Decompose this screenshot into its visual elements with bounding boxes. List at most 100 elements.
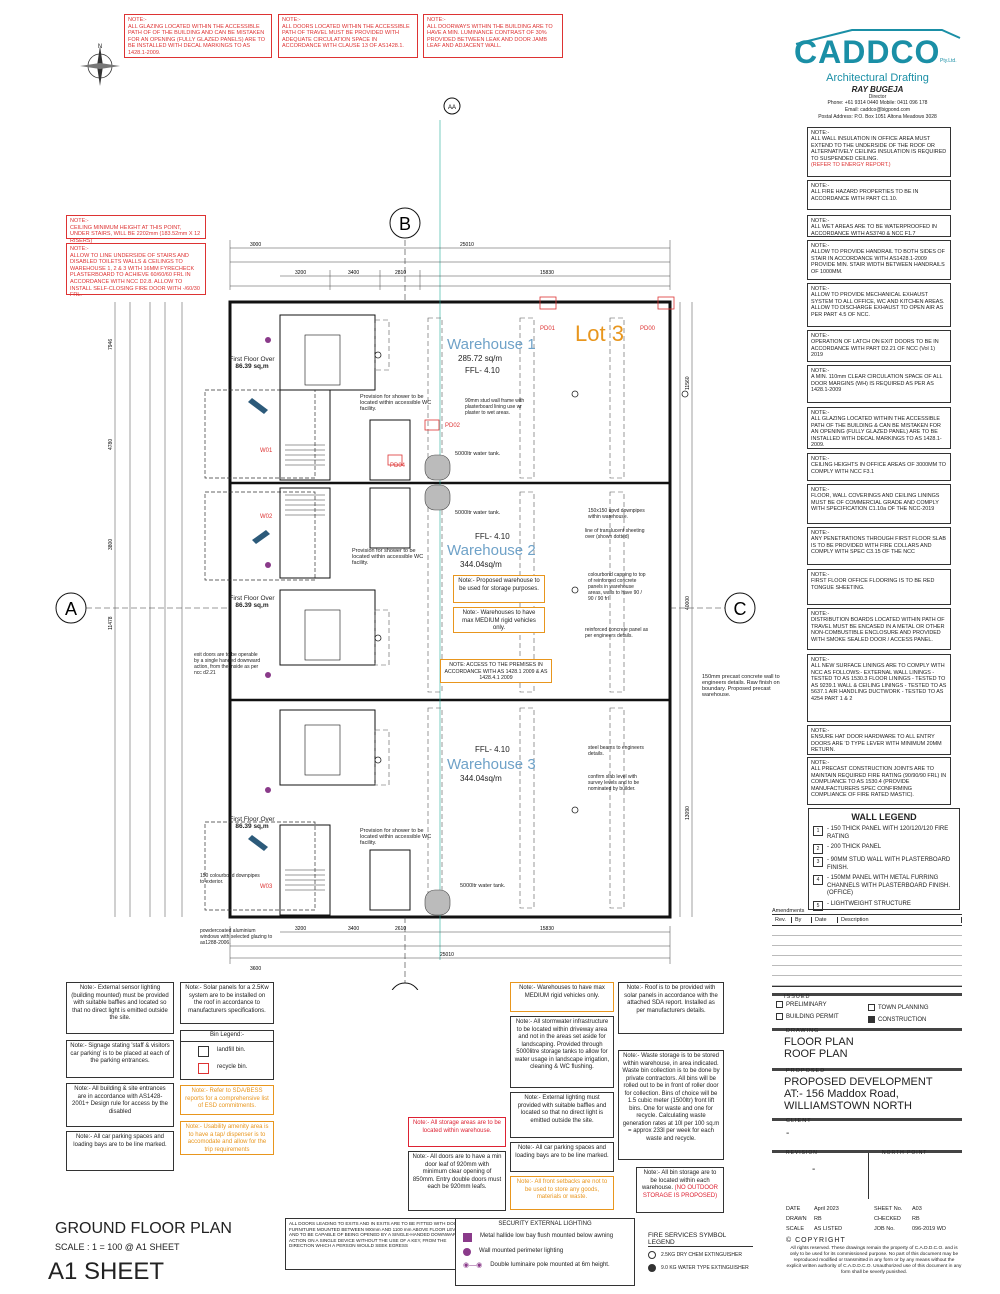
legend-text: - 200 THICK PANEL [827,844,882,851]
sheet-label: SHEET No. [874,1206,903,1212]
note-text: Note:- Solar panels for a 2.5Kw system a… [185,985,269,1014]
note-text: Note:- Signage stating 'staff & visitors… [70,1043,170,1064]
sda-note: confirm slab level with survey levels an… [588,774,640,792]
dim-text: 25010 [440,952,454,958]
water-tanks [424,454,451,916]
carparking-note: Note:- All car parking spaces and loadin… [66,1131,174,1171]
issued-option[interactable]: TOWN PLANNING [868,1004,929,1011]
recycle-row: recycle bin. [198,1062,270,1074]
sda-ref-note: Note:- Refer to SDA/BESS reports for a c… [180,1085,274,1115]
job-value: 096-2019 WD [912,1226,946,1232]
dim-text: 3000 [250,242,261,248]
warehouse-2-area: 344.04sq/m [460,560,502,569]
wall-legend-items: 1- 150 THICK PANEL WITH 120/120/120 FIRE… [813,826,955,911]
dim-text: 11560 [685,376,691,390]
dimension-right [679,302,693,917]
note-text: ALL DOORS LOCATED WITHIN THE ACCESSIBLE … [282,23,410,50]
right-note-8: NOTE:-ALL GLAZING LOCATED WITHIN THE ACC… [807,407,951,449]
dry-chem-extinguisher-icon [648,1251,656,1259]
solar-panels-note: Note:- Solar panels for a 2.5Kw system a… [180,982,274,1024]
note-text: ENSURE HAT DOOR HARDWARE TO ALL ENTRY DO… [811,734,942,754]
note-text: Note:- Warehouses to have max MEDIUM rig… [519,985,605,999]
checkbox-icon[interactable] [776,1013,783,1020]
logo-role: Director [868,94,887,100]
right-note-2: NOTE:-ALL FIRE HAZARD PROPERTIES TO BE I… [807,180,951,210]
amendments-rows [772,926,962,987]
note-text: ALL DOORS LEADING TO EXITS AND IN EXITS … [289,1221,461,1248]
security-lighting-title: SECURITY EXTERNAL LIGHTING [498,1221,592,1227]
copyright-text: All rights reserved. These drawings rema… [786,1246,962,1275]
shower-note-2: Provision for shower to be located withi… [352,548,424,566]
grid-label: D [399,989,412,990]
bin-storage-note: Note:- All bin storage are to be located… [636,1167,724,1213]
signage-note: Note:- Signage stating 'staff & visitors… [66,1040,174,1078]
note-text: Note:- Usability amenity area is to have… [185,1124,269,1153]
copyright-icon: © [786,1237,793,1244]
pd-tag-label: PD04 [390,463,406,469]
issued-title: ISSUED [784,994,811,1000]
access-note: NOTE: ACCESS TO THE PREMISES IN ACCORDAN… [440,659,552,683]
issued-option[interactable]: PRELIMINARY [776,1001,827,1008]
note-text: ALL PRECAST CONSTRUCTION JOINTS ARE TO M… [811,766,947,799]
note-text: ALLOW TO LINE UNDERSIDE OF STAIRS AND DI… [70,252,200,299]
downpipes-exterior-note: 150 colourbond downpipes to exterior. [200,873,260,885]
exit-doors-note: exit doors are to be operable by a singl… [194,652,261,676]
entry-arrow-icons [248,398,270,851]
wall-legend-item: 1- 150 THICK PANEL WITH 120/120/120 FIRE… [813,826,955,841]
note-text: Note:- Proposed warehouse to be used for… [458,578,540,592]
note-text: ALLOW TO PROVIDE HANDRAIL TO BOTH SIDES … [811,249,945,275]
issued-option[interactable]: CONSTRUCTION [868,1016,926,1023]
checkbox-icon[interactable] [868,1016,875,1023]
note-text: ALL NEW SURFACE LININGS ARE TO COMPLY WI… [811,663,947,702]
grid-marker-c: C [724,592,756,624]
entry-label: W03 [260,884,273,890]
job-label: JOB No. [874,1226,895,1232]
proposed-line1: PROPOSED DEVELOPMENT [784,1076,933,1088]
section-bar [772,993,962,996]
office-core-3 [279,709,411,916]
note-text: Note:- Refer to SDA/BESS reports for a c… [185,1088,269,1109]
grid-marker-d: D [391,982,419,990]
issued-option[interactable]: BUILDING PERMIT [776,1013,839,1020]
right-note-1: NOTE:-ALL WALL INSULATION IN OFFICE AREA… [807,127,951,177]
stair-lining-note: NOTE:- ALLOW TO LINE UNDERSIDE OF STAIRS… [66,243,206,298]
fire-item-label: 9.0 KG WATER TYPE EXTINGUISHER [661,1265,749,1271]
legend-number: 3 [813,857,823,868]
fire-services-legend: FIRE SERVICES SYMBOL LEGEND 2.5KG DRY CH… [648,1232,753,1272]
top-note-3: NOTE:- ALL DOORWAYS WITHIN THE BUILDING … [423,14,563,58]
extinguisher-icons [374,351,689,814]
lot-label: Lot 3 [575,321,624,346]
logo-name: CADDCO [794,34,941,70]
note-title: NOTE:- [427,17,446,23]
note-text: Note:- External lighting must provided w… [517,1095,607,1124]
note-title: NOTE:- [282,17,301,23]
sheet-row-2: DRAWN RB CHECKED RB [786,1214,962,1224]
note-text: OPERATION OF LATCH ON EXIT DOORS TO BE I… [811,339,939,359]
amendments-header-cell: By [792,917,812,923]
first-floor-area: 86.39 sq,m [235,363,269,370]
logo-person: RAY BUGEJA [851,85,904,94]
logo: CADDCO Pty.Ltd. Architectural Drafting R… [790,28,965,123]
shower-note-3: Provision for shower to be located withi… [360,828,432,846]
stormwater-note: Note:- All stormwater infrastructure to … [510,1016,614,1088]
warehouse-1-area: 285.72 sq/m [458,354,503,363]
revision-section: REVISION NORTH POINT - [772,1150,962,1200]
right-note-16: NOTE:-ALL PRECAST CONSTRUCTION JOINTS AR… [807,757,951,805]
logo-contact: Phone: +61 9314 0440 Mobile: 0411 096 17… [790,100,965,121]
proposed-line2: AT:- 156 Maddox Road, [784,1088,899,1100]
checkbox-icon[interactable] [776,1001,783,1008]
wall-legend-item: 3- 90MM STUD WALL WITH PLASTERBOARD FINI… [813,857,955,872]
sheet-row-1: DATE April 2023 SHEET No. A03 [786,1204,962,1214]
energy-report-ref: (REFER TO ENERGY REPORT.) [811,162,891,169]
checkbox-icon[interactable] [868,1004,875,1011]
floor-plan: B A C D AA AA 3000 25010 3200 3400 2810 [55,97,756,990]
note-text: Note:- External sensor lighting (buildin… [71,985,169,1021]
security-item-3: ◉—◉ Double luminaire pole mounted at 6m … [463,1262,631,1271]
outer-wall [228,300,672,919]
email: caddco@bigpond.com [860,107,911,113]
office-core-1 [279,314,411,481]
fire-services-title: FIRE SERVICES SYMBOL LEGEND [648,1232,753,1247]
